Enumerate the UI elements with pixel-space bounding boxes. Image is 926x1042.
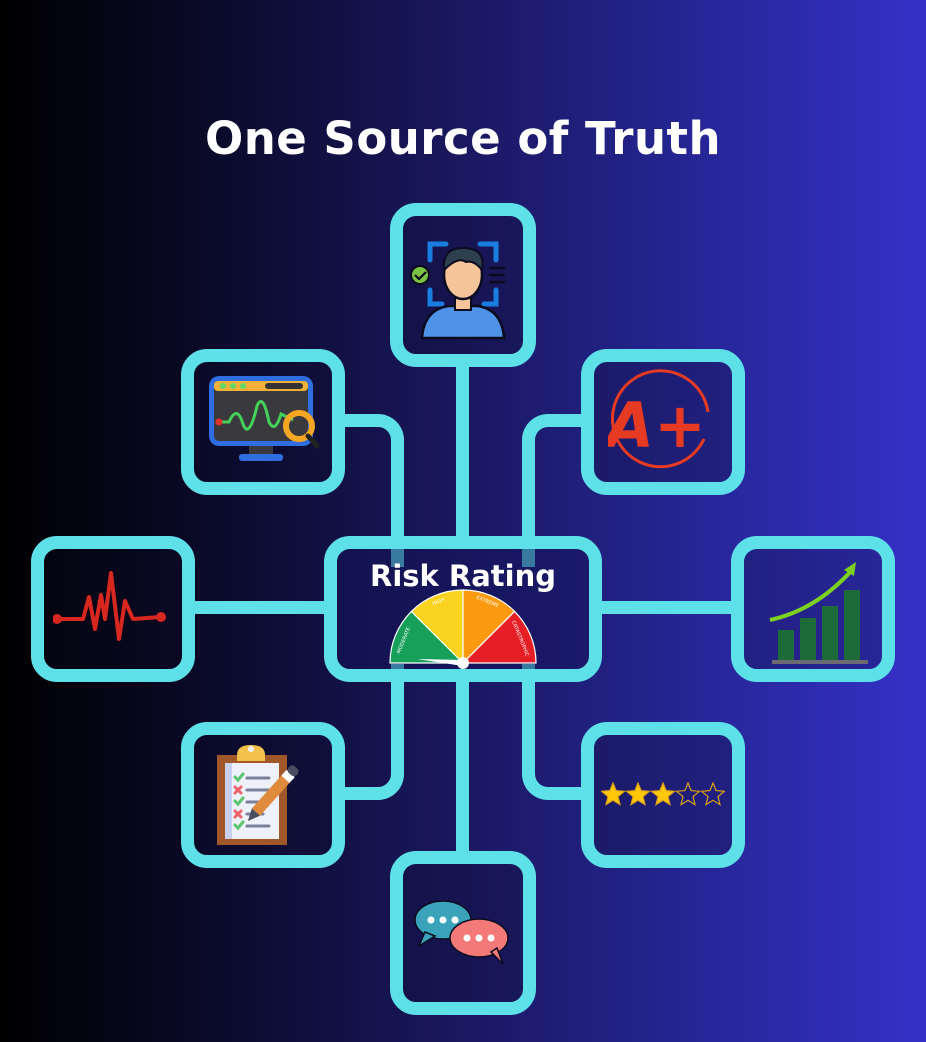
chat-bubbles-icon: [414, 900, 509, 965]
a-plus-grade-icon: A+: [608, 369, 710, 469]
star-rating-icon: [601, 782, 725, 806]
node-rating: [581, 722, 745, 868]
star-filled-icon: [625, 782, 651, 806]
connector-top: [456, 355, 469, 545]
node-checklist: [181, 722, 345, 868]
risk-rating-label: Risk Rating: [369, 559, 557, 593]
node-monitoring: [181, 349, 345, 495]
connector-left: [185, 601, 333, 614]
risk-rating-card: Risk Rating MODERATE HIGH EXTREME CATAST…: [324, 536, 602, 682]
face-id-verification-icon: [410, 241, 506, 340]
monitor-analytics-magnifier-icon: [209, 376, 320, 461]
node-identity: [390, 203, 536, 367]
connector-upper-right: [522, 414, 591, 567]
star-filled-icon: [650, 782, 676, 806]
star-empty-icon: [675, 782, 701, 806]
svg-text:HIGH: HIGH: [432, 597, 446, 607]
connector-lower-right: [522, 664, 591, 800]
risk-gauge: MODERATE HIGH EXTREME CATASTROPHIC: [389, 589, 537, 669]
heartbeat-pulse-icon: [53, 571, 166, 641]
page-title: One Source of Truth: [204, 112, 722, 165]
star-filled-icon: [601, 782, 626, 806]
growth-bar-chart-icon: [769, 562, 868, 664]
connector-right: [592, 601, 740, 614]
connector-bottom: [456, 670, 469, 862]
checklist-clipboard-icon: [217, 745, 299, 845]
node-communication: [390, 851, 536, 1015]
star-empty-icon: [700, 782, 725, 806]
node-pulse: [31, 536, 195, 682]
svg-text:A+: A+: [608, 389, 706, 462]
node-grade: A+: [581, 349, 745, 495]
node-growth: [731, 536, 895, 682]
connector-upper-left: [335, 414, 404, 567]
connector-lower-left: [335, 664, 404, 800]
